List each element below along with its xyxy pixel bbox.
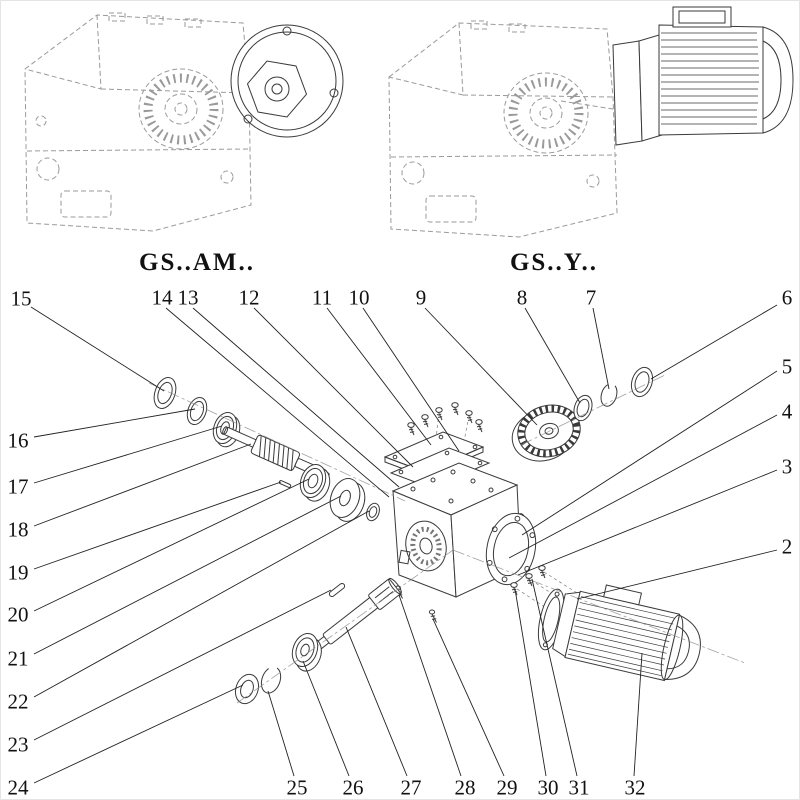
- circlip: [600, 383, 618, 407]
- leader-lines: [30, 304, 778, 784]
- leader-line-28: [398, 594, 462, 777]
- leader-line-27: [345, 626, 408, 777]
- output-bearing: [291, 633, 322, 672]
- leader-line-4: [508, 414, 778, 559]
- worm-gear-disc: [329, 478, 366, 522]
- electric-motor-gs-y: [612, 6, 794, 146]
- leader-line-18: [33, 443, 252, 527]
- leader-line-10: [362, 307, 460, 452]
- shaft-key: [328, 582, 346, 598]
- leader-line-3: [517, 469, 778, 576]
- cover-bolt: [421, 414, 429, 428]
- spacer-ring: [366, 502, 380, 522]
- leader-line-2: [576, 549, 778, 600]
- leader-line-8: [524, 307, 581, 404]
- leader-line-26: [302, 660, 350, 777]
- leader-line-30: [514, 588, 547, 777]
- dowel-pin: [278, 480, 292, 488]
- flange-bolt: [510, 582, 518, 596]
- seal-ring: [153, 377, 177, 409]
- assembled-view-gs-y: [388, 6, 794, 238]
- leader-line-9: [424, 307, 538, 426]
- shaft-seal-ring: [630, 366, 654, 398]
- second-bearing: [299, 464, 331, 502]
- leader-line-21: [33, 495, 342, 655]
- cover-bolt: [407, 422, 415, 436]
- leader-line-32: [633, 652, 643, 777]
- output-shaft: [313, 577, 402, 651]
- leader-line-24: [33, 684, 244, 784]
- leader-line-19: [33, 481, 282, 570]
- leader-line-11: [326, 307, 432, 446]
- leader-line-6: [650, 304, 778, 380]
- input-face-gear-phantom: [138, 68, 224, 150]
- mounting-flange-gs-am: [230, 24, 344, 138]
- set-screw: [428, 609, 437, 623]
- leader-line-15: [30, 306, 165, 392]
- leader-line-22: [33, 510, 370, 698]
- electric-motor: [537, 584, 701, 682]
- cover-bolt: [475, 419, 483, 433]
- model-label-gs-am: GS..AM..: [139, 249, 255, 276]
- leader-line-31: [531, 578, 578, 777]
- leader-line-29: [432, 618, 505, 777]
- input-face-gear-phantom: [503, 72, 589, 154]
- leader-line-12: [253, 307, 414, 468]
- model-label-gs-y: GS..Y..: [509, 249, 599, 276]
- leader-line-13: [192, 307, 400, 488]
- leader-line-20: [33, 478, 310, 612]
- leader-line-5: [521, 370, 778, 536]
- assembled-view-gs-am: [24, 12, 344, 232]
- output-washer: [234, 673, 260, 705]
- leader-line-25: [267, 690, 295, 777]
- output-flange: [485, 512, 537, 586]
- leader-line-7: [592, 307, 610, 390]
- leader-line-17: [33, 425, 223, 484]
- exploded-view: [148, 366, 746, 705]
- leader-line-14: [165, 307, 390, 498]
- leader-line-16: [33, 408, 196, 438]
- leader-line-23: [33, 589, 332, 741]
- output-circlip: [260, 666, 282, 694]
- cover-bolt: [451, 402, 459, 416]
- retaining-ring: [186, 396, 208, 426]
